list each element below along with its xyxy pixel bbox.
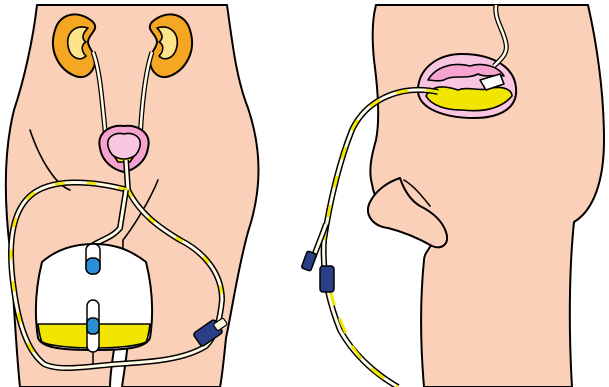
catheter-side-connector-2 (320, 266, 334, 292)
bladder-side (418, 54, 516, 118)
side-view (301, 5, 604, 387)
front-view (6, 5, 259, 387)
catheter-side-connector (301, 251, 317, 271)
drainage-bag (36, 244, 152, 364)
